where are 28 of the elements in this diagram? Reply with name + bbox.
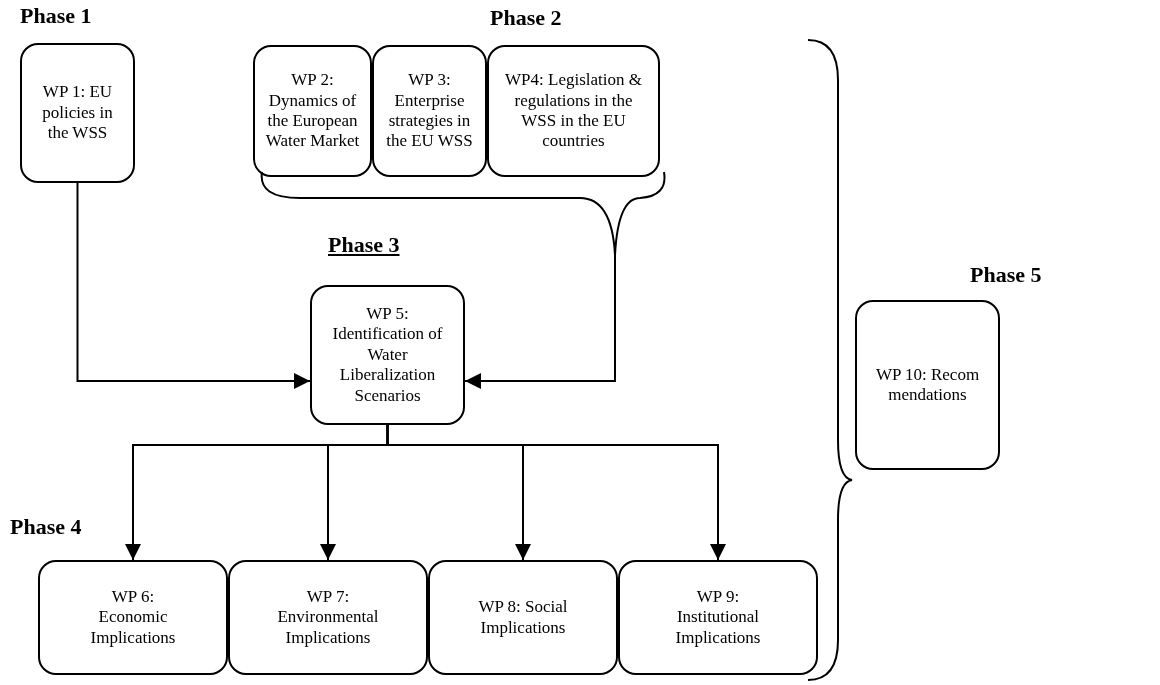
- box-text: WP 3: Enterprise strategies in the EU WSS: [385, 70, 474, 152]
- process-box: [855, 300, 1000, 470]
- box-text: WP4: Legislation & regulations in the WSS in the EU countries: [504, 70, 643, 152]
- box-text: WP 5: Identification of Water Liberalization Scenarios: [331, 304, 444, 406]
- phase-heading: Phase 1: [20, 3, 92, 29]
- arrow: [386, 424, 726, 561]
- phase-heading: Phase 4: [10, 514, 82, 540]
- arrow: [76, 182, 311, 389]
- process-box: [253, 45, 372, 177]
- process-box: [38, 560, 228, 675]
- phase-heading: Phase 5: [970, 262, 1042, 288]
- process-box: [618, 560, 818, 675]
- process-box: [487, 45, 660, 177]
- process-box: [20, 43, 135, 183]
- box-text: WP 1: EU policies in the WSS: [41, 82, 114, 144]
- process-box: [228, 560, 428, 675]
- process-box: [310, 285, 465, 425]
- arrow: [464, 254, 616, 389]
- box-text: WP 10: Recommendations: [874, 364, 981, 406]
- box-text: WP 2: Dynamics of the European Water Market: [264, 70, 361, 152]
- box-text: WP 6: Economic Implications: [89, 586, 177, 649]
- box-text: WP 9: Institutional Implications: [674, 586, 762, 649]
- phase-heading: Phase 3: [328, 232, 400, 258]
- phase-heading: Phase 2: [490, 5, 562, 31]
- process-box: [372, 45, 487, 177]
- process-box: [428, 560, 618, 675]
- box-text: WP 7: Environmental Implications: [276, 586, 380, 649]
- box-text: WP 8: Social Implications: [477, 597, 569, 638]
